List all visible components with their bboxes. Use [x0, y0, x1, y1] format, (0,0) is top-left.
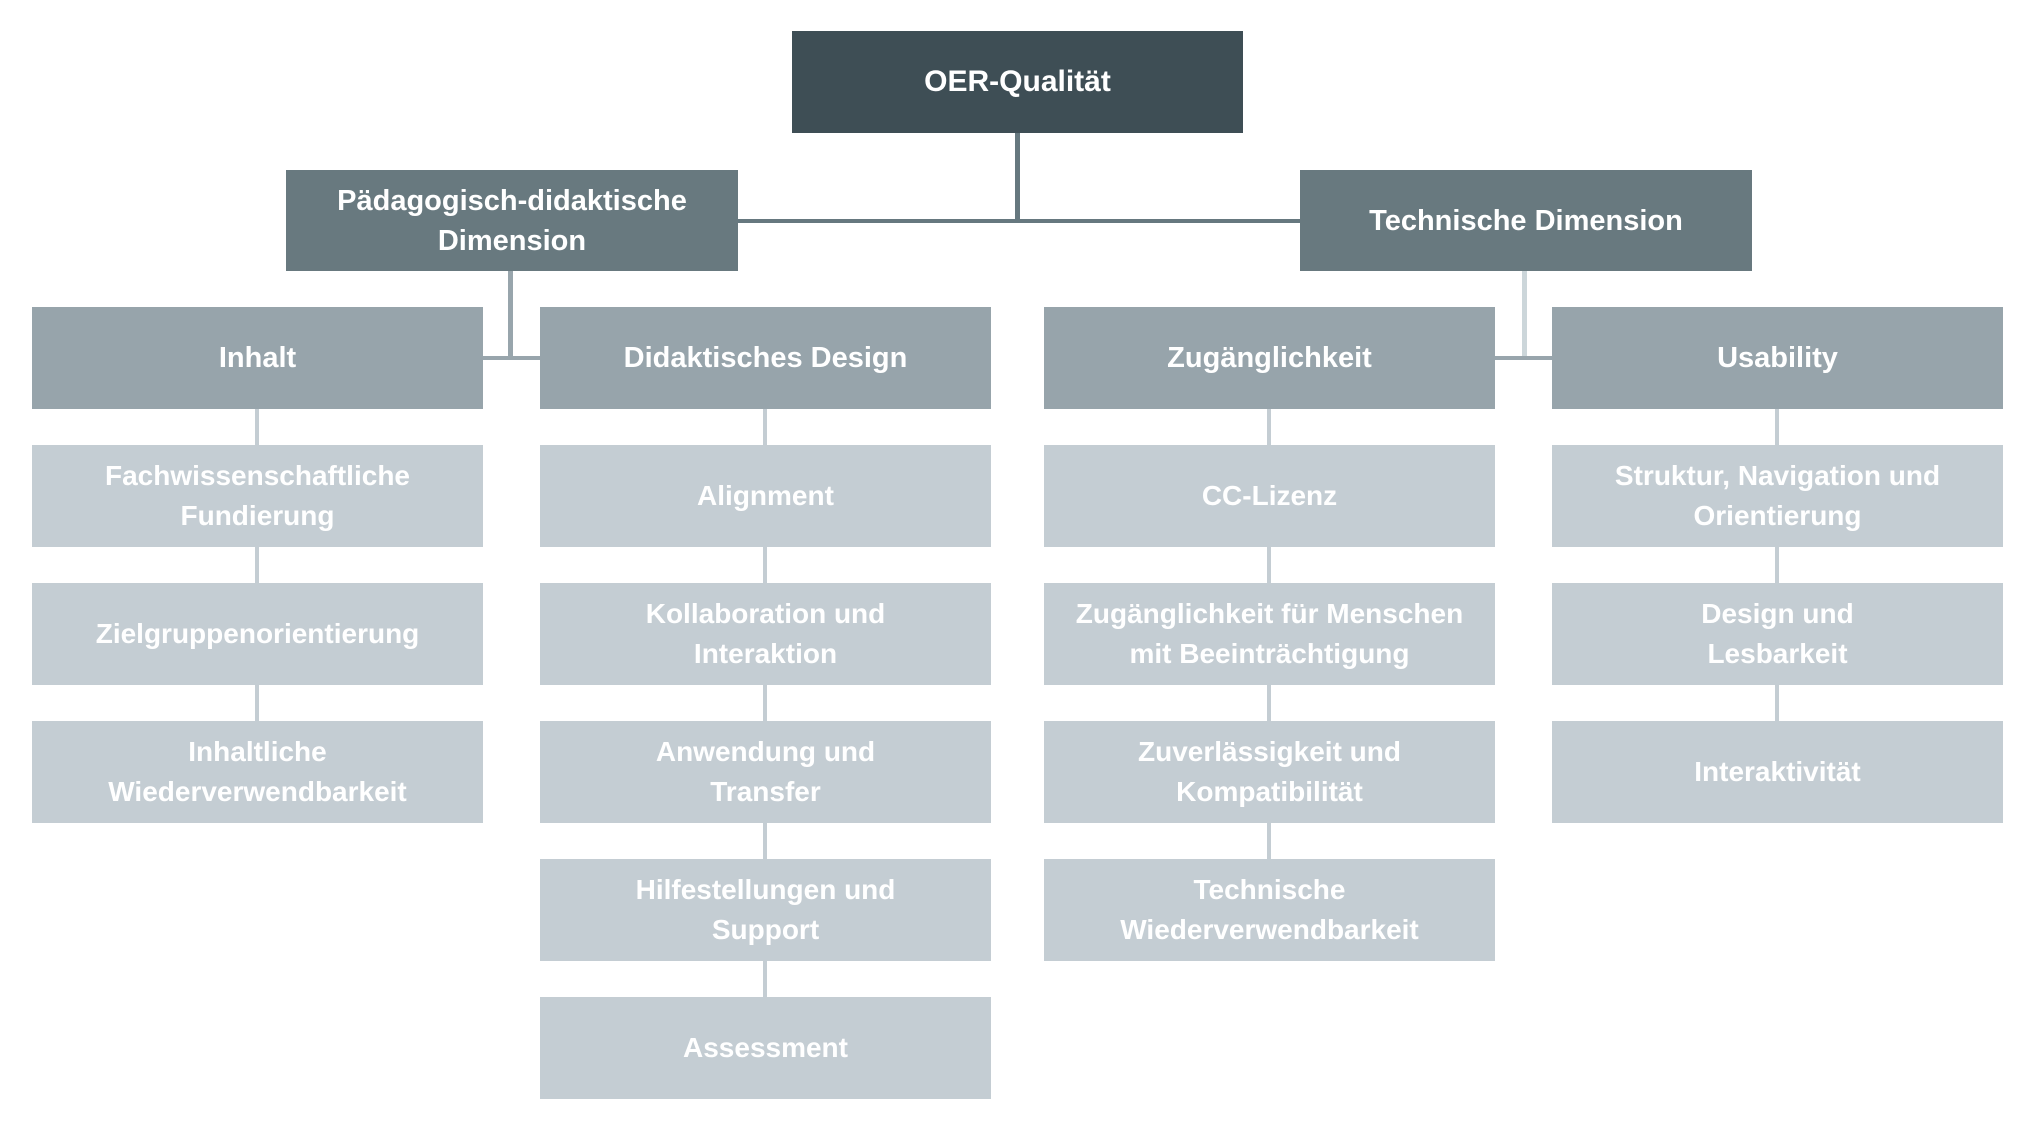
node-technische-wiederverwendbarkeit: Technische Wiederverwendbarkeit — [1044, 859, 1495, 961]
node-fachwissenschaftliche-fundierung: Fachwissenschaftliche Fundierung — [32, 445, 483, 547]
connector-usability-3 — [1775, 685, 1779, 721]
connector-didaktisches-3 — [763, 685, 767, 721]
connector-inhalt-1 — [255, 409, 259, 445]
connector-usability-2 — [1775, 547, 1779, 583]
connector-zugaenglichkeit-3 — [1267, 685, 1271, 721]
node-zielgruppenorientierung: Zielgruppenorientierung — [32, 583, 483, 685]
node-hilfestellungen-und-support: Hilfestellungen und Support — [540, 859, 991, 961]
node-usability: Usability — [1552, 307, 2003, 409]
node-cc-lizenz: CC-Lizenz — [1044, 445, 1495, 547]
node-anwendung-und-transfer: Anwendung und Transfer — [540, 721, 991, 823]
node-zuverlaessigkeit-und-kompatibilitaet: Zuverlässigkeit und Kompatibilität — [1044, 721, 1495, 823]
connector-zugaenglichkeit-4 — [1267, 823, 1271, 859]
node-design-und-lesbarkeit: Design und Lesbarkeit — [1552, 583, 2003, 685]
connector-inhalt-2 — [255, 547, 259, 583]
connector-didaktisches-5 — [763, 961, 767, 997]
node-inhalt: Inhalt — [32, 307, 483, 409]
connector-technisch-vertical — [1522, 271, 1527, 360]
node-inhaltliche-wiederverwendbarkeit: Inhaltliche Wiederverwendbarkeit — [32, 721, 483, 823]
connector-technisch-bridge — [1495, 356, 1552, 360]
connector-root-vertical — [1015, 133, 1020, 223]
connector-zugaenglichkeit-1 — [1267, 409, 1271, 445]
node-struktur-navigation-orientierung: Struktur, Navigation und Orientierung — [1552, 445, 2003, 547]
node-interaktivitaet: Interaktivität — [1552, 721, 2003, 823]
connector-didaktisches-2 — [763, 547, 767, 583]
connector-paedagogisch-bridge — [483, 356, 540, 360]
node-zugaenglichkeit: Zugänglichkeit — [1044, 307, 1495, 409]
node-kollaboration-und-interaktion: Kollaboration und Interaktion — [540, 583, 991, 685]
connector-inhalt-3 — [255, 685, 259, 721]
connector-root-horizontal — [738, 219, 1300, 223]
node-didaktisches-design: Didaktisches Design — [540, 307, 991, 409]
node-assessment: Assessment — [540, 997, 991, 1099]
node-alignment: Alignment — [540, 445, 991, 547]
node-zugaenglichkeit-fuer-menschen: Zugänglichkeit für Menschen mit Beeinträ… — [1044, 583, 1495, 685]
node-technische-dimension: Technische Dimension — [1300, 170, 1752, 271]
connector-paedagogisch-vertical — [508, 271, 513, 360]
connector-didaktisches-1 — [763, 409, 767, 445]
connector-zugaenglichkeit-2 — [1267, 547, 1271, 583]
node-paedagogisch-didaktische-dimension: Pädagogisch-didaktische Dimension — [286, 170, 738, 271]
connector-usability-1 — [1775, 409, 1779, 445]
node-oer-qualitaet: OER-Qualität — [792, 31, 1243, 133]
connector-didaktisches-4 — [763, 823, 767, 859]
